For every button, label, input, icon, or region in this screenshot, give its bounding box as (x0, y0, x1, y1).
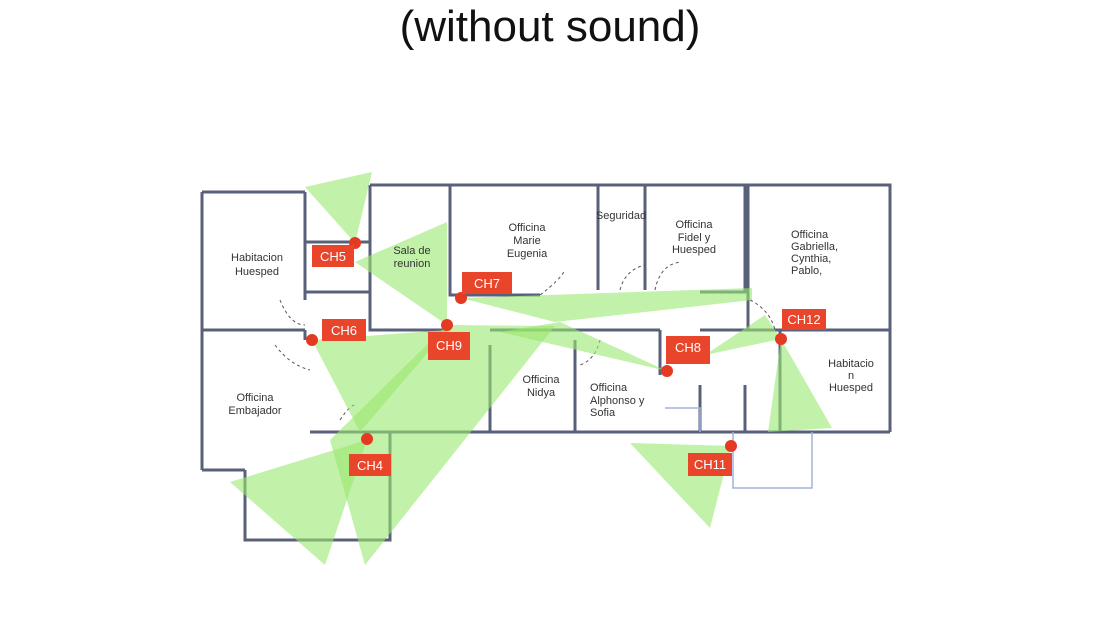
coverage-ch5 (305, 172, 372, 243)
coverage-ch4 (230, 440, 367, 565)
room-seguridad: Seguridad (596, 210, 646, 222)
cameras: CH5 CH6 CH7 CH9 CH8 CH12 CH4 CH11 (306, 237, 826, 476)
camera-ch5[interactable]: CH5 (312, 237, 361, 267)
camera-ch4[interactable]: CH4 (349, 433, 391, 476)
slide-title: (without sound) (399, 2, 701, 51)
svg-text:CH8: CH8 (675, 340, 701, 355)
camera-ch6[interactable]: CH6 (306, 319, 366, 346)
coverage-ch5-room (355, 222, 447, 325)
coverage-areas (230, 172, 832, 565)
svg-text:CH6: CH6 (331, 323, 357, 338)
camera-ch9[interactable]: CH9 (428, 319, 470, 360)
camera-ch7[interactable]: CH7 (455, 272, 512, 304)
camera-ch8[interactable]: CH8 (661, 336, 710, 377)
svg-text:CH11: CH11 (694, 457, 726, 472)
svg-text:CH12: CH12 (787, 312, 820, 327)
svg-text:CH7: CH7 (474, 276, 500, 291)
coverage-ch6 (312, 330, 447, 432)
camera-ch12[interactable]: CH12 (775, 309, 826, 345)
coverage-ch7 (461, 288, 752, 322)
coverage-ch12-down (768, 339, 832, 432)
svg-text:CH4: CH4 (357, 458, 383, 473)
svg-text:CH5: CH5 (320, 249, 346, 264)
camera-ch11[interactable]: CH11 (688, 440, 737, 476)
svg-text:CH9: CH9 (436, 338, 462, 353)
coverage-ch9 (330, 325, 555, 565)
coverage-ch8 (500, 322, 667, 371)
coverage-ch12-left (705, 315, 781, 355)
